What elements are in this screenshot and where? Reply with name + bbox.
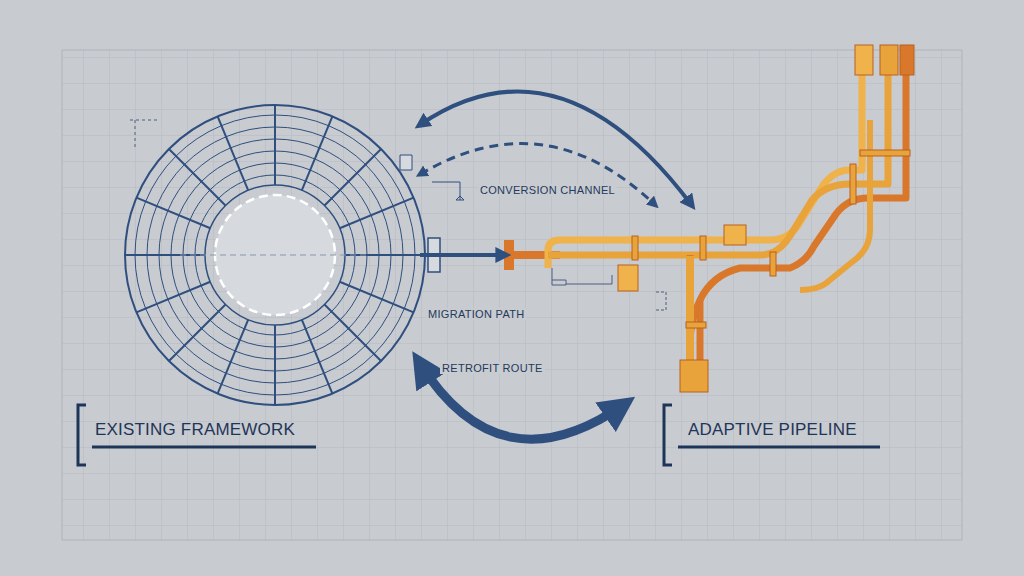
section-heading: EXISTING FRAMEWORK [95,420,295,440]
route-label: RETROFIT ROUTE [440,362,545,374]
flow-arrow [420,364,623,440]
section-heading: ADAPTIVE PIPELINE [688,420,857,440]
framework-ring: EXISTING FRAMEWORK [130,100,420,410]
route-label: MIGRATION PATH [426,308,526,320]
flow-arrow [420,253,505,257]
pipeline-assembly: ADAPTIVE PIPELINE [505,205,960,405]
flow-arrow [420,91,692,205]
flow-arrow [420,144,655,205]
route-label: CONVERSION CHANNEL [478,184,617,196]
